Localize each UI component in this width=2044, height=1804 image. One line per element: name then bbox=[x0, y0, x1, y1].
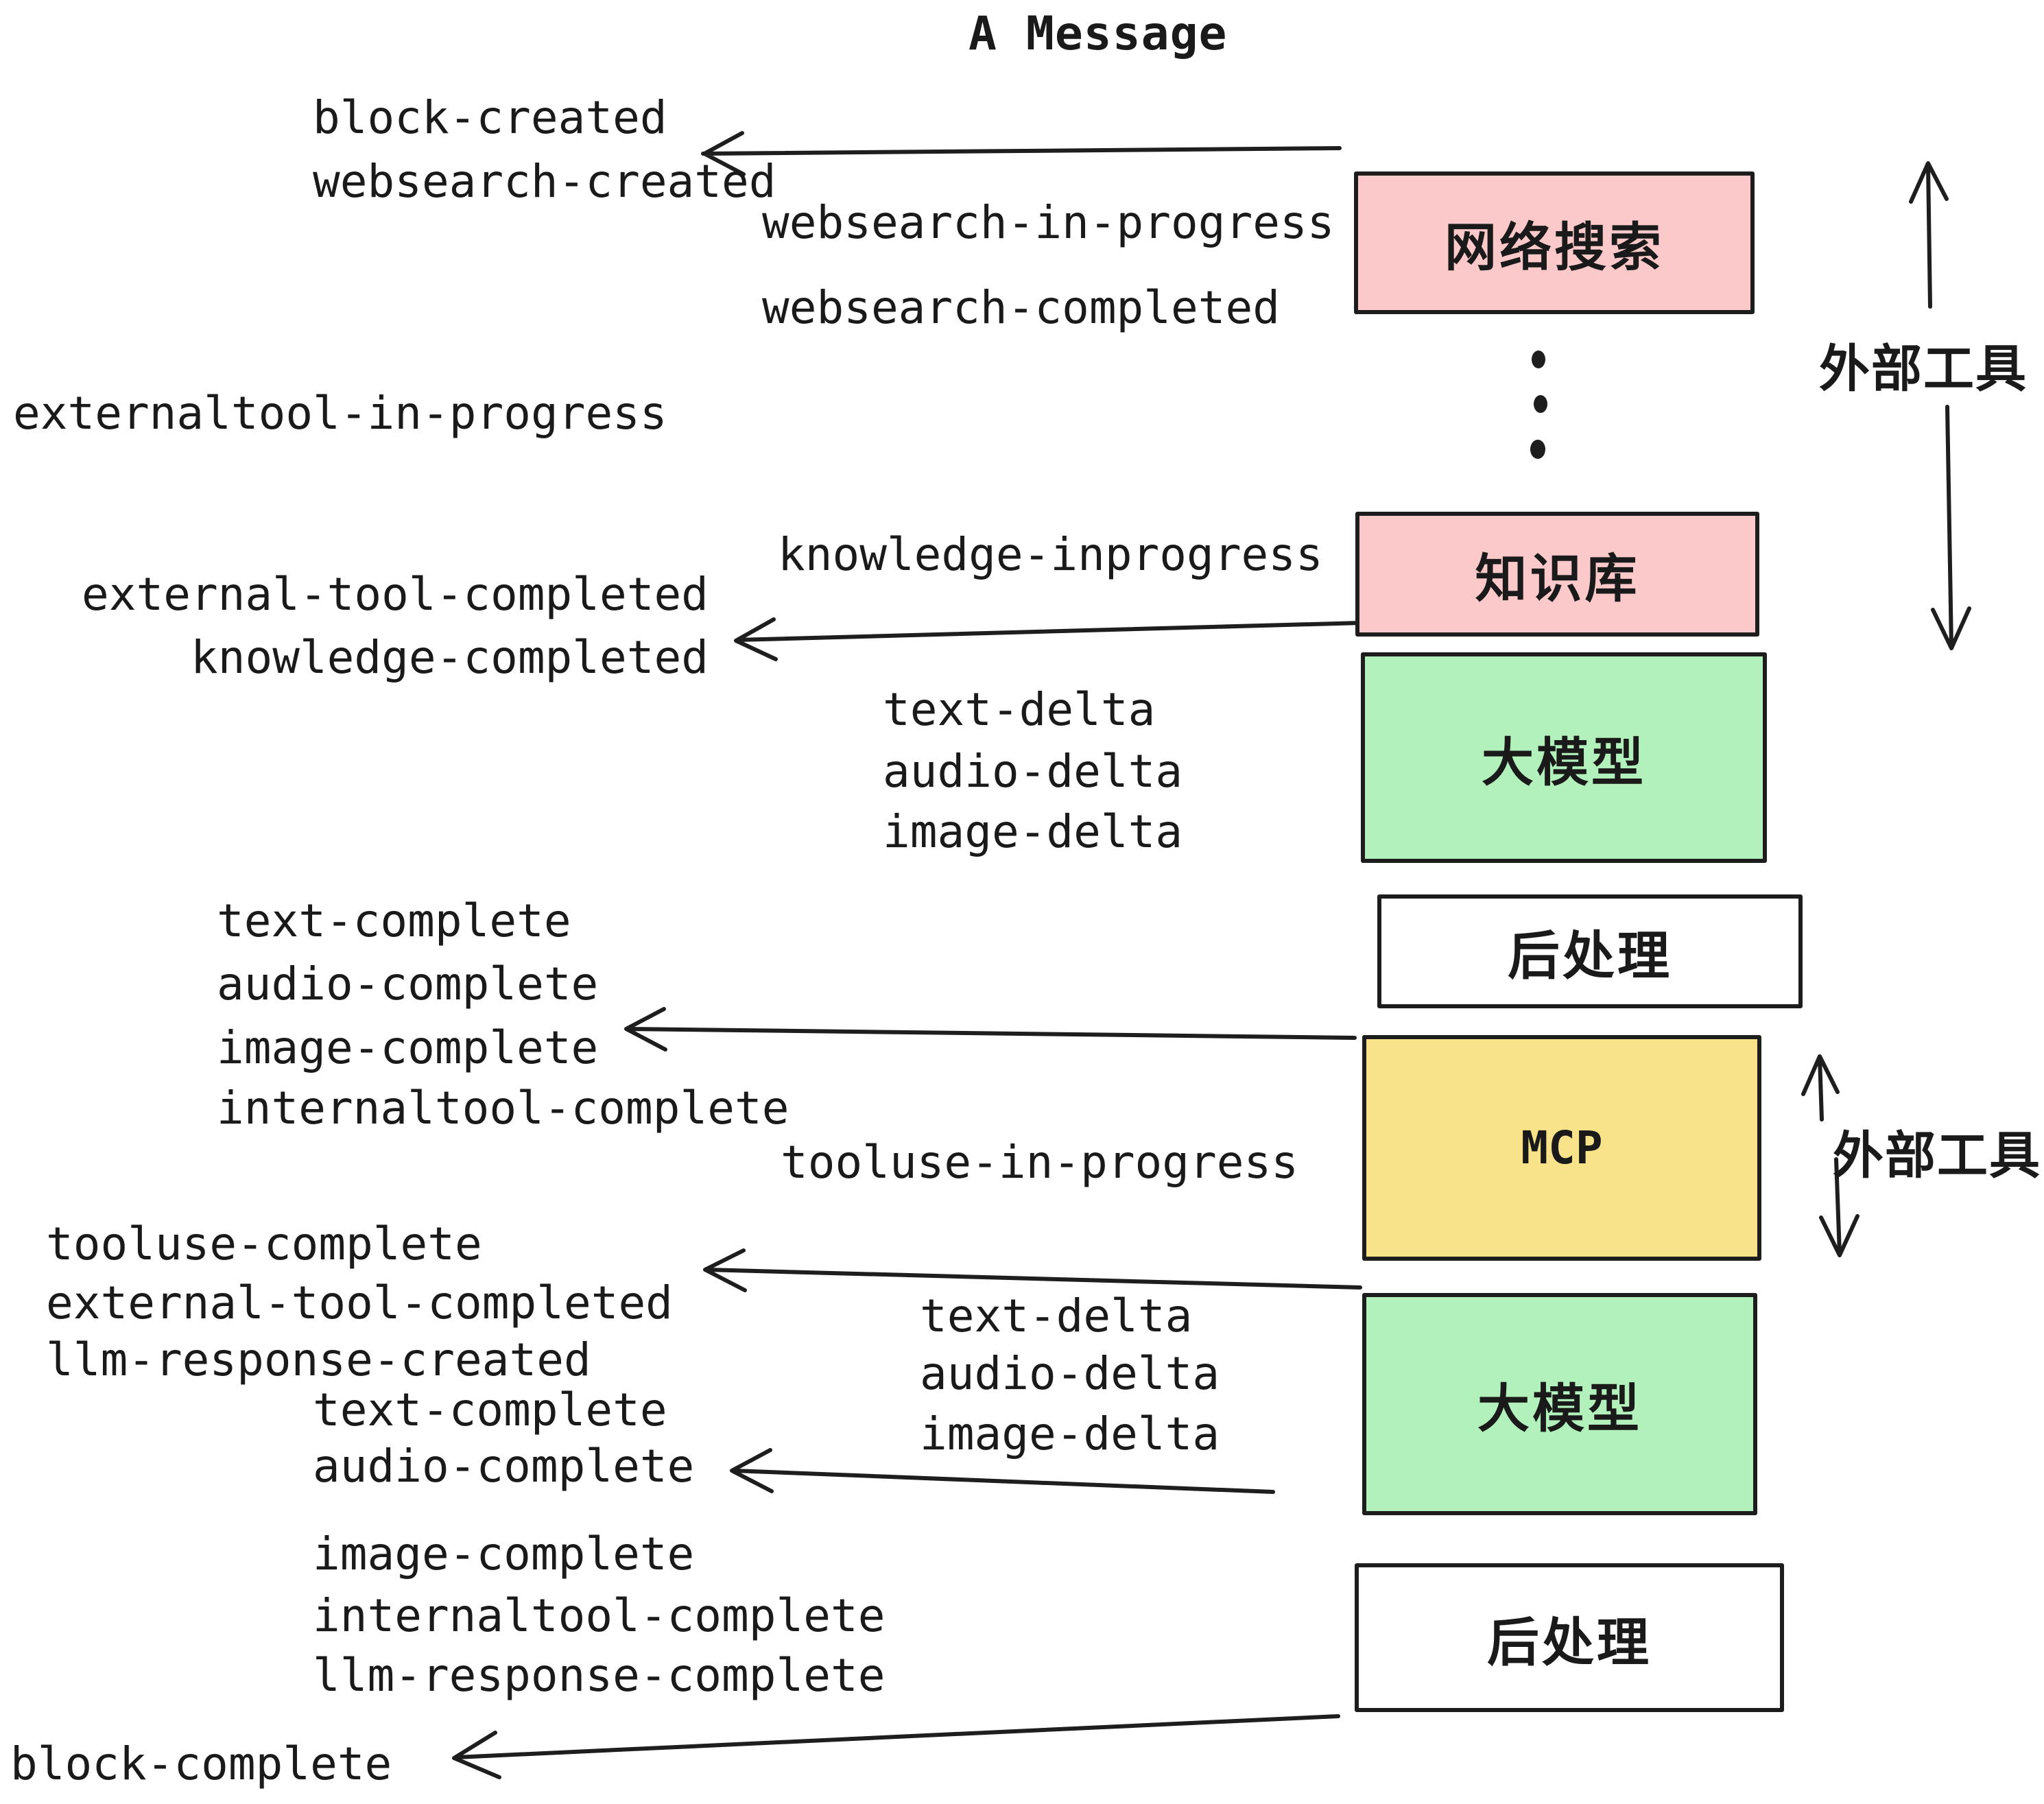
mcp-box-label: MCP bbox=[1521, 1121, 1603, 1174]
arrow-external-tools-down bbox=[1931, 405, 1971, 650]
event-label-knowledge-completed: knowledge-completed bbox=[191, 631, 709, 684]
event-label-block-created: block-created bbox=[313, 91, 667, 144]
arrow-block-complete bbox=[452, 1714, 1340, 1779]
external-tools-note-top: 外部工具 bbox=[1819, 340, 2028, 399]
event-label-text-delta-2: text-delta bbox=[920, 1290, 1193, 1342]
external-tools-note-mcp: 外部工具 bbox=[1833, 1126, 2041, 1185]
event-label-llm-response-complete: llm-response-complete bbox=[313, 1649, 886, 1702]
event-label-audio-delta-2: audio-delta bbox=[920, 1347, 1220, 1400]
llm-box-2-label: 大模型 bbox=[1477, 1378, 1642, 1439]
event-label-llm-response-created: llm-response-created bbox=[46, 1333, 591, 1386]
arrow-block-created bbox=[701, 131, 1342, 176]
websearch-box: 网络搜索 bbox=[1354, 171, 1755, 314]
llm-box-2: 大模型 bbox=[1362, 1293, 1757, 1515]
knowledge-base-box-label: 知识库 bbox=[1475, 548, 1640, 609]
event-label-text-complete-2: text-complete bbox=[313, 1384, 667, 1436]
event-label-knowledge-inprogress: knowledge-inprogress bbox=[778, 528, 1323, 581]
arrow-mcp-down bbox=[1819, 1157, 1859, 1257]
event-label-internaltool-complete: internaltool-complete bbox=[217, 1082, 789, 1135]
knowledge-base-box: 知识库 bbox=[1355, 512, 1759, 637]
event-label-audio-complete: audio-complete bbox=[217, 958, 599, 1010]
event-label-tooluse-complete: tooluse-complete bbox=[46, 1218, 482, 1270]
arrow-external-tools-up bbox=[1909, 161, 1949, 309]
vertical-ellipsis-icon bbox=[1530, 351, 1547, 459]
event-label-text-complete: text-complete bbox=[217, 894, 571, 947]
event-label-external-tool-completed: external-tool-completed bbox=[82, 568, 709, 621]
event-label-text-delta: text-delta bbox=[883, 683, 1156, 736]
postprocess-box-2-label: 后处理 bbox=[1487, 1611, 1652, 1673]
arrow-audio-complete bbox=[730, 1448, 1275, 1494]
diagram-title: A Message bbox=[968, 7, 1228, 61]
event-label-audio-delta: audio-delta bbox=[883, 745, 1183, 798]
event-label-websearch-completed: websearch-completed bbox=[762, 281, 1280, 334]
llm-box-1-label: 大模型 bbox=[1482, 731, 1646, 793]
event-label-external-tool-completed-2: external-tool-completed bbox=[46, 1277, 673, 1329]
event-label-image-complete: image-complete bbox=[217, 1021, 599, 1074]
postprocess-box-2: 后处理 bbox=[1355, 1563, 1784, 1712]
event-label-websearch-in-progress: websearch-in-progress bbox=[762, 196, 1335, 249]
event-label-image-complete-2: image-complete bbox=[313, 1528, 695, 1580]
event-label-tooluse-in-progress: tooluse-in-progress bbox=[781, 1136, 1298, 1189]
event-label-block-complete: block-complete bbox=[10, 1737, 392, 1790]
websearch-box-label: 网络搜索 bbox=[1445, 217, 1664, 278]
llm-box-1: 大模型 bbox=[1361, 652, 1767, 863]
event-label-image-delta: image-delta bbox=[883, 805, 1183, 858]
postprocess-box-1: 后处理 bbox=[1377, 894, 1803, 1008]
mcp-box: MCP bbox=[1362, 1035, 1761, 1261]
arrow-image-complete bbox=[624, 1007, 1357, 1052]
arrow-tooluse-complete bbox=[703, 1248, 1362, 1292]
event-label-image-delta-2: image-delta bbox=[920, 1408, 1220, 1460]
event-label-websearch-created: websearch-created bbox=[313, 155, 776, 208]
event-label-externaltool-in-progress: externaltool-in-progress bbox=[13, 387, 667, 440]
postprocess-box-1-label: 后处理 bbox=[1508, 925, 1672, 986]
arrow-knowledge-completed bbox=[734, 617, 1364, 661]
event-label-audio-complete-2: audio-complete bbox=[313, 1440, 695, 1493]
arrow-mcp-up bbox=[1801, 1054, 1840, 1121]
event-label-internaltool-complete-2: internaltool-complete bbox=[313, 1589, 886, 1642]
